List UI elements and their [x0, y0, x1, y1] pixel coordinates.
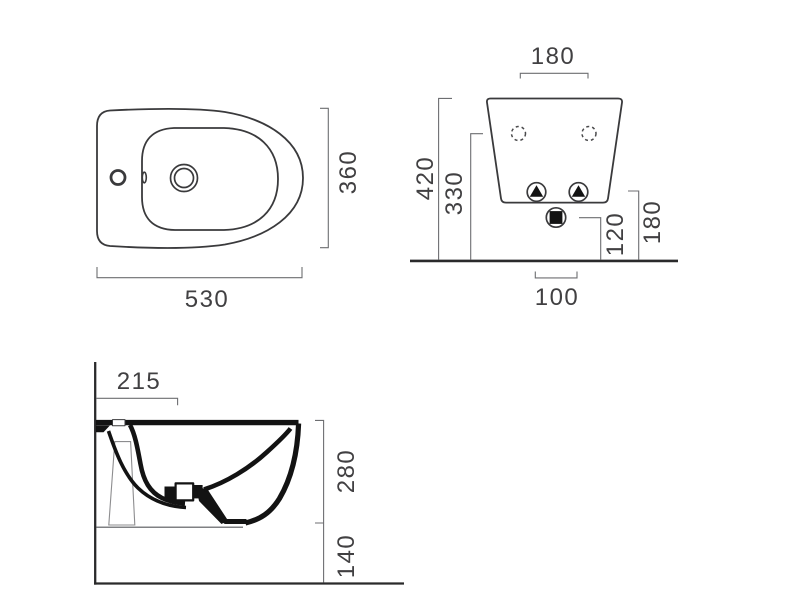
- front-fixing-hole-right: [581, 125, 597, 142]
- plan-depth-dim-line: [320, 107, 329, 249]
- plan-dimension-lines: [96, 107, 329, 279]
- front-inlet-height-label: 180: [639, 199, 666, 245]
- front-fixing-hole-left: [510, 125, 527, 142]
- front-overall-height-dim-line: [438, 97, 452, 260]
- front-drain-height-label: 120: [602, 211, 629, 257]
- plan-tap-hole: [109, 169, 127, 186]
- front-view: [410, 97, 678, 263]
- side-bottom-tip: [199, 494, 247, 524]
- front-drain-symbol-circle: [545, 206, 567, 229]
- front-rim-height-label: 330: [441, 170, 468, 216]
- front-fixing-spacing-label: 180: [530, 43, 576, 70]
- plan-drain-outer-ring: [169, 163, 199, 193]
- front-fixing-spacing-dim-line: [519, 72, 589, 79]
- plan-width-dim-line: [96, 267, 303, 279]
- front-drain-spacing-dim-line: [534, 271, 578, 279]
- plan-drain-inner-ring: [173, 167, 195, 189]
- side-drain-trap: [174, 482, 195, 502]
- side-outer-right-edge: [244, 423, 302, 526]
- side-bowl-inner-right-curve: [203, 427, 293, 492]
- side-wall-wedge: [96, 425, 110, 433]
- plan-depth-label: 360: [335, 149, 362, 195]
- side-dimension-lines: [96, 397, 325, 583]
- front-inlet-symbol-right-circle: [568, 181, 589, 203]
- front-overall-height-label: 420: [412, 155, 439, 201]
- side-rim-fixing-slot: [112, 419, 126, 427]
- plan-width-label: 530: [184, 286, 230, 313]
- side-bowl-inner-left-curve: [127, 423, 186, 506]
- side-projection-label: 215: [116, 368, 162, 395]
- side-view: [94, 362, 404, 585]
- front-inlet-symbol-right-triangle: [571, 185, 586, 197]
- plan-jet-nozzle: [141, 171, 148, 184]
- front-drain-symbol-square: [549, 211, 563, 224]
- front-inlet-symbol-left-triangle: [529, 185, 544, 197]
- front-drain-height-dim-line: [579, 217, 602, 260]
- plan-basin-outline: [141, 127, 279, 231]
- front-inlet-height-dim-line: [628, 190, 640, 260]
- plan-view: [96, 107, 304, 249]
- side-mounting-bracket: [108, 441, 136, 526]
- side-clearance-label: 140: [333, 533, 360, 579]
- side-height-dim-line: [315, 419, 325, 583]
- plan-outer-outline: [96, 107, 304, 249]
- side-bowl-outer-left-curve: [106, 430, 187, 510]
- side-nozzle-slot: [139, 430, 146, 442]
- front-inlet-symbol-left-circle: [526, 181, 547, 203]
- side-trap-left-mass: [164, 486, 176, 501]
- side-projection-dim-line: [96, 397, 179, 406]
- side-body-height-label: 280: [333, 448, 360, 494]
- front-drain-spacing-label: 100: [534, 284, 580, 311]
- front-body-outline: [486, 97, 623, 204]
- front-dimension-lines: [438, 72, 640, 279]
- front-rim-height-dim-line: [470, 133, 483, 260]
